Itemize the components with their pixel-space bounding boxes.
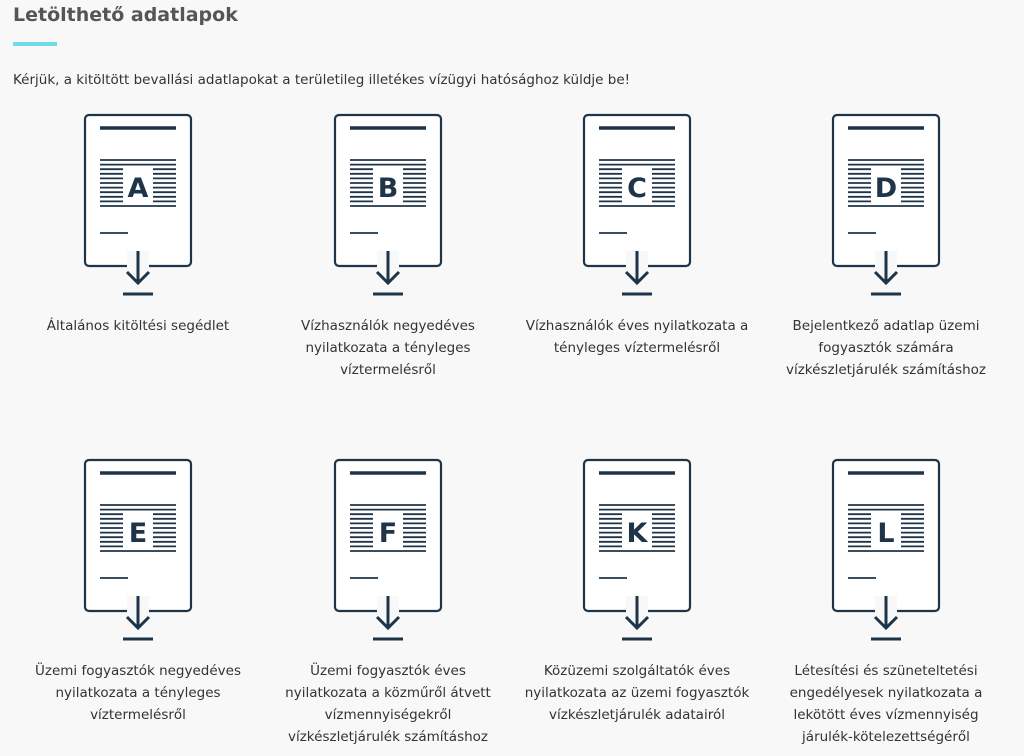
document-download-icon: D <box>831 113 941 296</box>
document-download-icon: A <box>83 113 193 296</box>
form-caption: Üzemi fogyasztók éves nyilatkozata a köz… <box>285 663 491 745</box>
form-letter: A <box>128 173 149 204</box>
intro-text: Kérjük, a kitöltött bevallási adatlapoka… <box>13 72 631 88</box>
document-download-icon: C <box>582 113 692 296</box>
form-letter: F <box>379 518 397 549</box>
download-form-e[interactable]: E Üzemi fogyasztók negyedéves nyilatkoza… <box>13 458 263 726</box>
form-caption: Üzemi fogyasztók negyedéves nyilatkozata… <box>34 663 242 723</box>
download-form-c[interactable]: C Vízhasználók éves nyilatkozata a tényl… <box>512 113 762 359</box>
download-form-l[interactable]: L Létesítési és szüneteltetési engedélye… <box>761 458 1011 748</box>
document-download-icon: L <box>831 458 941 641</box>
download-form-k[interactable]: K Közüzemi szolgáltatók éves nyilatkozat… <box>512 458 762 726</box>
form-letter: D <box>875 173 897 204</box>
document-download-icon: B <box>333 113 443 296</box>
download-form-f[interactable]: F Üzemi fogyasztók éves nyilatkozata a k… <box>263 458 513 748</box>
form-caption: Bejelentkező adatlap üzemi fogyasztók sz… <box>785 318 987 378</box>
form-caption: Vízhasználók negyedéves nyilatkozata a t… <box>301 318 475 378</box>
download-form-a[interactable]: A Általános kitöltési segédlet <box>13 113 263 337</box>
document-download-icon: E <box>83 458 193 641</box>
document-download-icon: F <box>333 458 443 641</box>
form-caption: Létesítési és szüneteltetési engedélyese… <box>789 663 983 745</box>
form-letter: K <box>627 518 649 549</box>
document-download-icon: K <box>582 458 692 641</box>
download-form-d[interactable]: D Bejelentkező adatlap üzemi fogyasztók … <box>761 113 1011 381</box>
form-letter: E <box>129 518 147 549</box>
download-form-b[interactable]: B Vízhasználók negyedéves nyilatkozata a… <box>263 113 513 381</box>
form-caption: Vízhasználók éves nyilatkozata a tényleg… <box>525 318 749 356</box>
form-letter: L <box>877 518 894 549</box>
form-letter: C <box>627 173 647 204</box>
form-caption: Közüzemi szolgáltatók éves nyilatkozata … <box>524 663 750 723</box>
form-caption: Általános kitöltési segédlet <box>46 318 230 334</box>
page-title: Letölthető adatlapok <box>13 4 238 26</box>
form-letter: B <box>378 173 399 204</box>
title-underline <box>13 42 57 46</box>
